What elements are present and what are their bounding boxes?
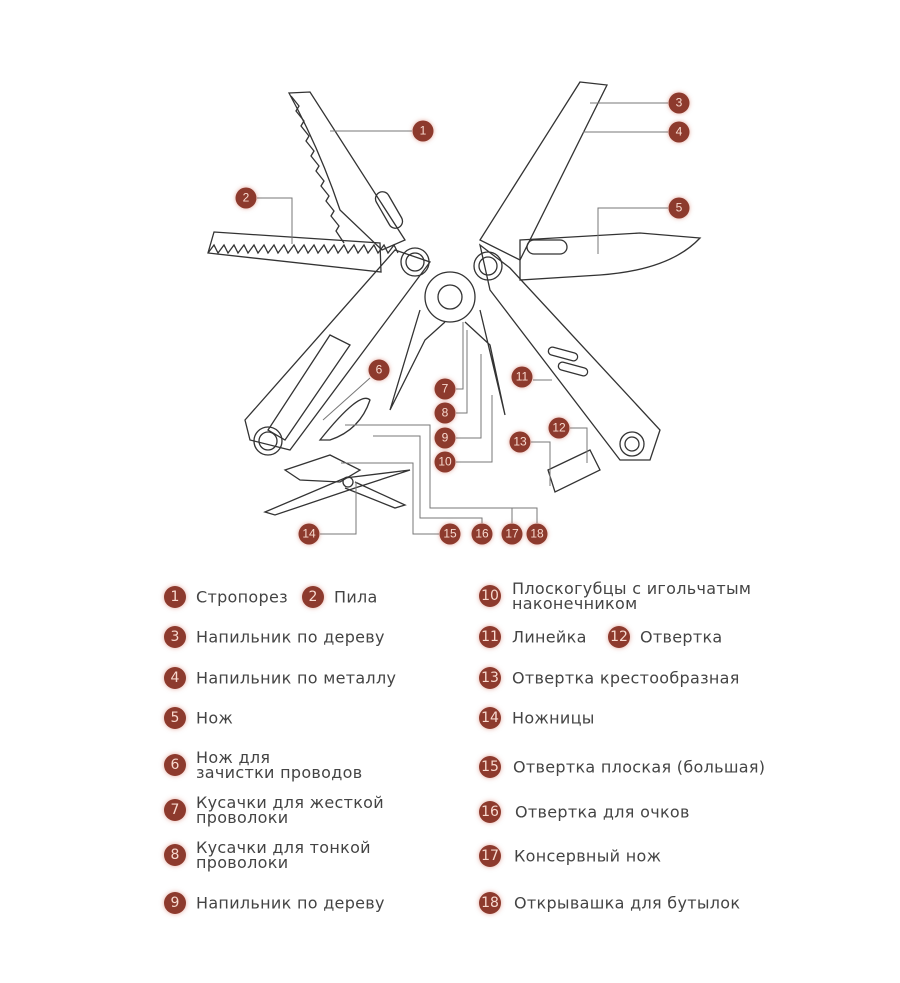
legend-badge-14: 14 <box>479 707 501 729</box>
legend-label-18: Открывашка для бутылок <box>514 893 741 913</box>
legend-badge-4: 4 <box>164 667 186 689</box>
legend-badge-18: 18 <box>479 892 501 914</box>
legend-label-6: Нож для зачистки проводов <box>196 748 363 782</box>
callout-badge-13: 13 <box>509 431 531 453</box>
callout-badge-12: 12 <box>548 417 570 439</box>
legend-label-13: Отвертка крестообразная <box>512 668 740 688</box>
legend-badge-7: 7 <box>164 799 186 821</box>
legend-badge-5: 5 <box>164 707 186 729</box>
scissors <box>263 469 411 516</box>
legend-label-7: Кусачки для жесткой проволоки <box>196 793 384 827</box>
callout-badge-9: 9 <box>434 427 456 449</box>
callout-badge-3: 3 <box>668 92 690 114</box>
callout-badge-18: 18 <box>526 523 548 545</box>
right-handle <box>478 243 661 461</box>
callout-badge-2: 2 <box>235 187 257 209</box>
callout-badge-11: 11 <box>511 366 533 388</box>
callout-badge-6: 6 <box>368 359 390 381</box>
legend-badge-3: 3 <box>164 626 186 648</box>
legend-label-14: Ножницы <box>512 708 595 728</box>
legend-label-17: Консервный нож <box>514 846 662 866</box>
file-blade <box>479 81 608 261</box>
callout-badge-15: 15 <box>439 523 461 545</box>
legend-badge-8: 8 <box>164 844 186 866</box>
legend-badge-15: 15 <box>479 756 501 778</box>
legend-badge-9: 9 <box>164 892 186 914</box>
multitool-diagram <box>207 81 702 535</box>
screwdriver-bit <box>547 449 601 493</box>
legend-badge-2: 2 <box>302 586 324 608</box>
callout-badge-8: 8 <box>434 402 456 424</box>
callout-badge-7: 7 <box>434 378 456 400</box>
legend-badge-12: 12 <box>608 626 630 648</box>
pliers-jaws <box>389 309 506 416</box>
legend-label-5: Нож <box>196 708 234 728</box>
legend-badge-1: 1 <box>164 586 186 608</box>
legend-label-8: Кусачки для тонкой проволоки <box>196 838 371 872</box>
strap-cutter-blade <box>287 91 406 251</box>
legend-label-3: Напильник по дереву <box>196 627 385 647</box>
legend-label-2: Пила <box>334 587 378 607</box>
callout-badge-14: 14 <box>298 523 320 545</box>
legend-badge-17: 17 <box>479 845 501 867</box>
legend-badge-10: 10 <box>479 585 501 607</box>
callout-badge-10: 10 <box>434 451 456 473</box>
callout-badge-5: 5 <box>668 197 690 219</box>
legend-badge-6: 6 <box>164 754 186 776</box>
knife-blade <box>519 232 702 281</box>
callout-badge-17: 17 <box>501 523 523 545</box>
callout-badge-16: 16 <box>471 523 493 545</box>
legend-label-9: Напильник по дереву <box>196 893 385 913</box>
legend-label-15: Отвертка плоская (большая) <box>513 757 766 777</box>
legend-label-4: Напильник по металлу <box>196 668 397 688</box>
legend-badge-11: 11 <box>479 626 501 648</box>
legend-badge-16: 16 <box>479 801 501 823</box>
callout-badge-1: 1 <box>412 120 434 142</box>
saw-blade <box>207 231 382 273</box>
callout-badge-4: 4 <box>668 121 690 143</box>
legend-label-12: Отвертка <box>640 627 723 647</box>
legend-badge-13: 13 <box>479 667 501 689</box>
legend-label-10: Плоскогубцы с игольчатым наконечником <box>512 579 752 613</box>
legend-label-11: Линейка <box>512 627 587 647</box>
legend-label-1: Стропорез <box>196 587 288 607</box>
legend-label-16: Отвертка для очков <box>515 802 690 822</box>
